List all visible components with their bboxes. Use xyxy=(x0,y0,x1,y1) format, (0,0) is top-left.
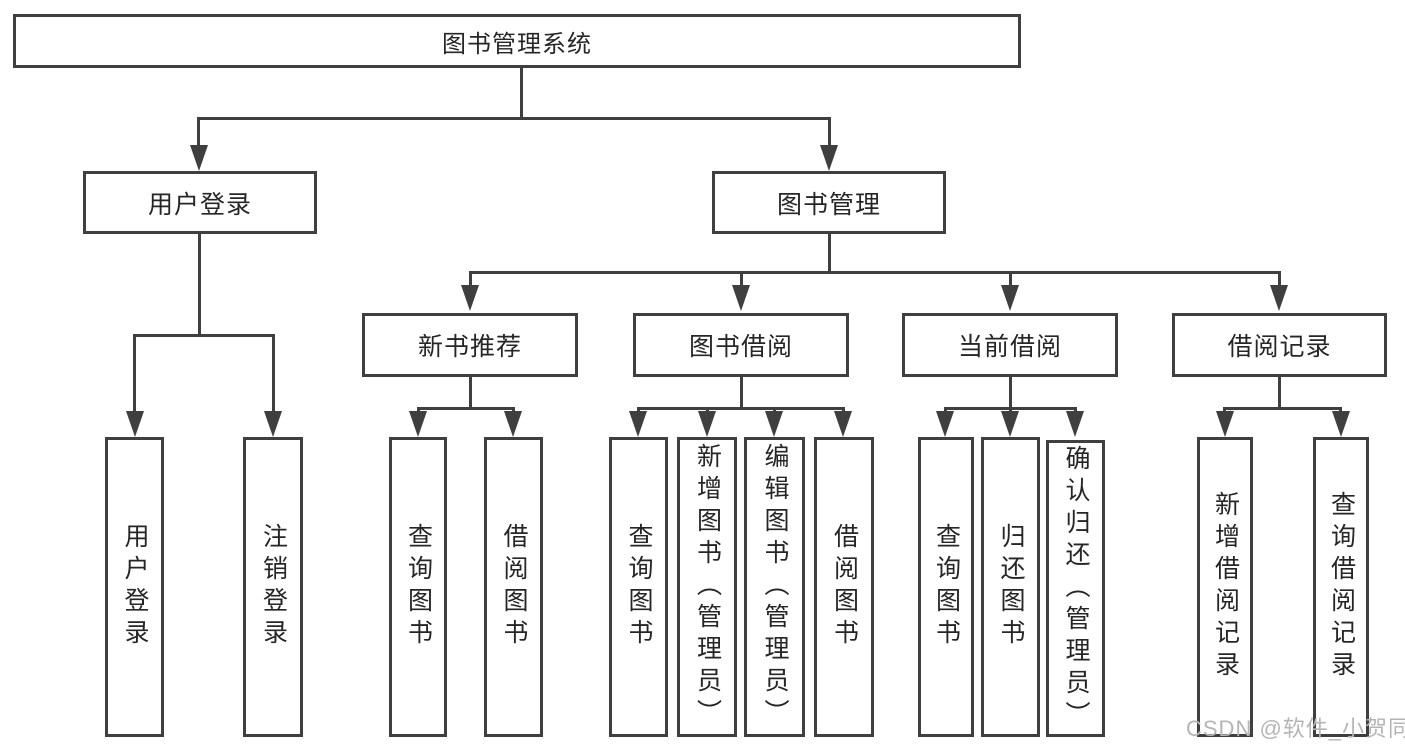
connector-drop-br-add xyxy=(1223,407,1226,414)
leaf-bb-borrow-book-label: 借阅图书 xyxy=(830,523,859,651)
leaf-nbr-query-book-label: 查询图书 xyxy=(404,523,433,651)
leaf-cb-return-book: 归还图书 xyxy=(981,437,1040,737)
leaf-cb-confirm-return-admin-label: 确认归还（管理员） xyxy=(1062,444,1090,733)
leaf-br-add-record: 新增借阅记录 xyxy=(1197,437,1253,737)
leaf-br-query-record-label: 查询借阅记录 xyxy=(1327,491,1356,683)
arrow-down-icon xyxy=(936,411,954,437)
connector-root-stem xyxy=(520,67,523,120)
arrow-down-icon xyxy=(1001,411,1019,437)
connector-drop-nbr-query xyxy=(417,407,420,414)
connector-drop-cb-confirm xyxy=(1074,407,1077,414)
leaf-logout: 注销登录 xyxy=(243,437,303,737)
connector-drop-nbr-borrow xyxy=(512,407,515,414)
leaf-nbr-borrow-book: 借阅图书 xyxy=(484,437,543,737)
leaf-bb-edit-book-admin: 编辑图书（管理员） xyxy=(744,437,805,737)
connector-drop-new-book-recommend xyxy=(469,271,472,287)
arrow-down-icon xyxy=(629,411,647,437)
connector-nbr-stem xyxy=(469,377,472,410)
arrow-down-icon xyxy=(1066,411,1084,437)
node-borrow-record-label: 借阅记录 xyxy=(1227,333,1332,361)
node-root-label: 图书管理系统 xyxy=(442,30,592,58)
leaf-cb-query-book: 查询图书 xyxy=(918,437,974,737)
node-book-management: 图书管理 xyxy=(712,171,946,234)
node-borrow-record: 借阅记录 xyxy=(1172,313,1387,377)
connector-user-login-stem xyxy=(198,234,201,337)
connector-user-login-branch xyxy=(133,334,275,337)
connector-drop-bb-borrow xyxy=(842,407,845,414)
connector-br-stem xyxy=(1278,377,1281,410)
connector-drop-book-management xyxy=(828,117,831,148)
node-current-borrow-label: 当前借阅 xyxy=(957,333,1062,361)
leaf-bb-add-book-admin: 新增图书（管理员） xyxy=(677,437,737,737)
arrow-down-icon xyxy=(1332,411,1350,437)
arrow-down-icon xyxy=(504,411,522,437)
connector-drop-bb-query xyxy=(637,407,640,414)
arrow-down-icon xyxy=(1001,285,1019,311)
watermark: CSDN @软件_小贺同学 xyxy=(1186,716,1405,741)
leaf-nbr-borrow-book-label: 借阅图书 xyxy=(500,523,528,651)
arrow-down-icon xyxy=(1216,411,1234,437)
connector-drop-bb-add xyxy=(706,407,709,414)
connector-drop-leaf-user-login xyxy=(133,334,136,412)
connector-br-branch xyxy=(1223,407,1342,410)
leaf-bb-borrow-book: 借阅图书 xyxy=(814,437,874,737)
arrow-down-icon xyxy=(264,411,282,437)
connector-bb-stem xyxy=(740,377,743,410)
node-new-book-recommend: 新书推荐 xyxy=(362,313,578,377)
arrow-down-icon xyxy=(190,145,208,171)
arrow-down-icon xyxy=(461,285,479,311)
connector-drop-borrow-record xyxy=(1278,271,1281,287)
connector-drop-cb-query xyxy=(944,407,947,414)
leaf-br-query-record: 查询借阅记录 xyxy=(1313,437,1369,737)
arrow-down-icon xyxy=(1270,285,1288,311)
connector-drop-current-borrow xyxy=(1009,271,1012,287)
arrow-down-icon xyxy=(834,411,852,437)
leaf-user-login: 用户登录 xyxy=(105,437,164,737)
arrow-down-icon xyxy=(820,145,838,171)
connector-drop-book-borrow xyxy=(740,271,743,287)
connector-drop-bb-edit xyxy=(773,407,776,414)
leaf-user-login-label: 用户登录 xyxy=(121,523,149,651)
arrow-down-icon xyxy=(698,411,716,437)
connector-nbr-branch xyxy=(417,407,514,410)
arrow-down-icon xyxy=(732,285,750,311)
leaf-cb-return-book-label: 归还图书 xyxy=(997,523,1025,651)
connector-bb-branch xyxy=(637,407,845,410)
node-book-borrow-label: 图书借阅 xyxy=(688,333,793,361)
leaf-bb-edit-book-admin-label: 编辑图书（管理员） xyxy=(761,443,789,731)
connector-drop-br-query xyxy=(1339,407,1342,414)
leaf-cb-confirm-return-admin: 确认归还（管理员） xyxy=(1046,440,1105,737)
node-book-borrow: 图书借阅 xyxy=(633,313,849,377)
node-current-borrow: 当前借阅 xyxy=(902,313,1118,377)
arrow-down-icon xyxy=(126,411,144,437)
node-root: 图书管理系统 xyxy=(13,14,1021,68)
connector-root-branch xyxy=(197,117,831,120)
connector-drop-leaf-logout xyxy=(272,334,275,412)
arrow-down-icon xyxy=(765,411,783,437)
arrow-down-icon xyxy=(409,411,427,437)
leaf-bb-add-book-admin-label: 新增图书（管理员） xyxy=(693,443,722,731)
leaf-cb-query-book-label: 查询图书 xyxy=(932,523,961,651)
node-user-login-label: 用户登录 xyxy=(147,190,252,219)
connector-book-management-branch xyxy=(469,271,1281,274)
leaf-logout-label: 注销登录 xyxy=(259,523,288,651)
connector-drop-cb-return xyxy=(1009,407,1012,414)
node-book-management-label: 图书管理 xyxy=(776,190,881,219)
leaf-nbr-query-book: 查询图书 xyxy=(389,437,447,737)
connector-cb-stem xyxy=(1009,377,1012,410)
node-user-login: 用户登录 xyxy=(83,171,317,234)
leaf-bb-query-book: 查询图书 xyxy=(609,437,668,737)
connector-drop-user-login xyxy=(197,117,200,148)
node-new-book-recommend-label: 新书推荐 xyxy=(417,333,522,361)
leaf-br-add-record-label: 新增借阅记录 xyxy=(1211,491,1240,683)
connector-book-management-stem xyxy=(828,234,831,274)
leaf-bb-query-book-label: 查询图书 xyxy=(625,523,653,651)
